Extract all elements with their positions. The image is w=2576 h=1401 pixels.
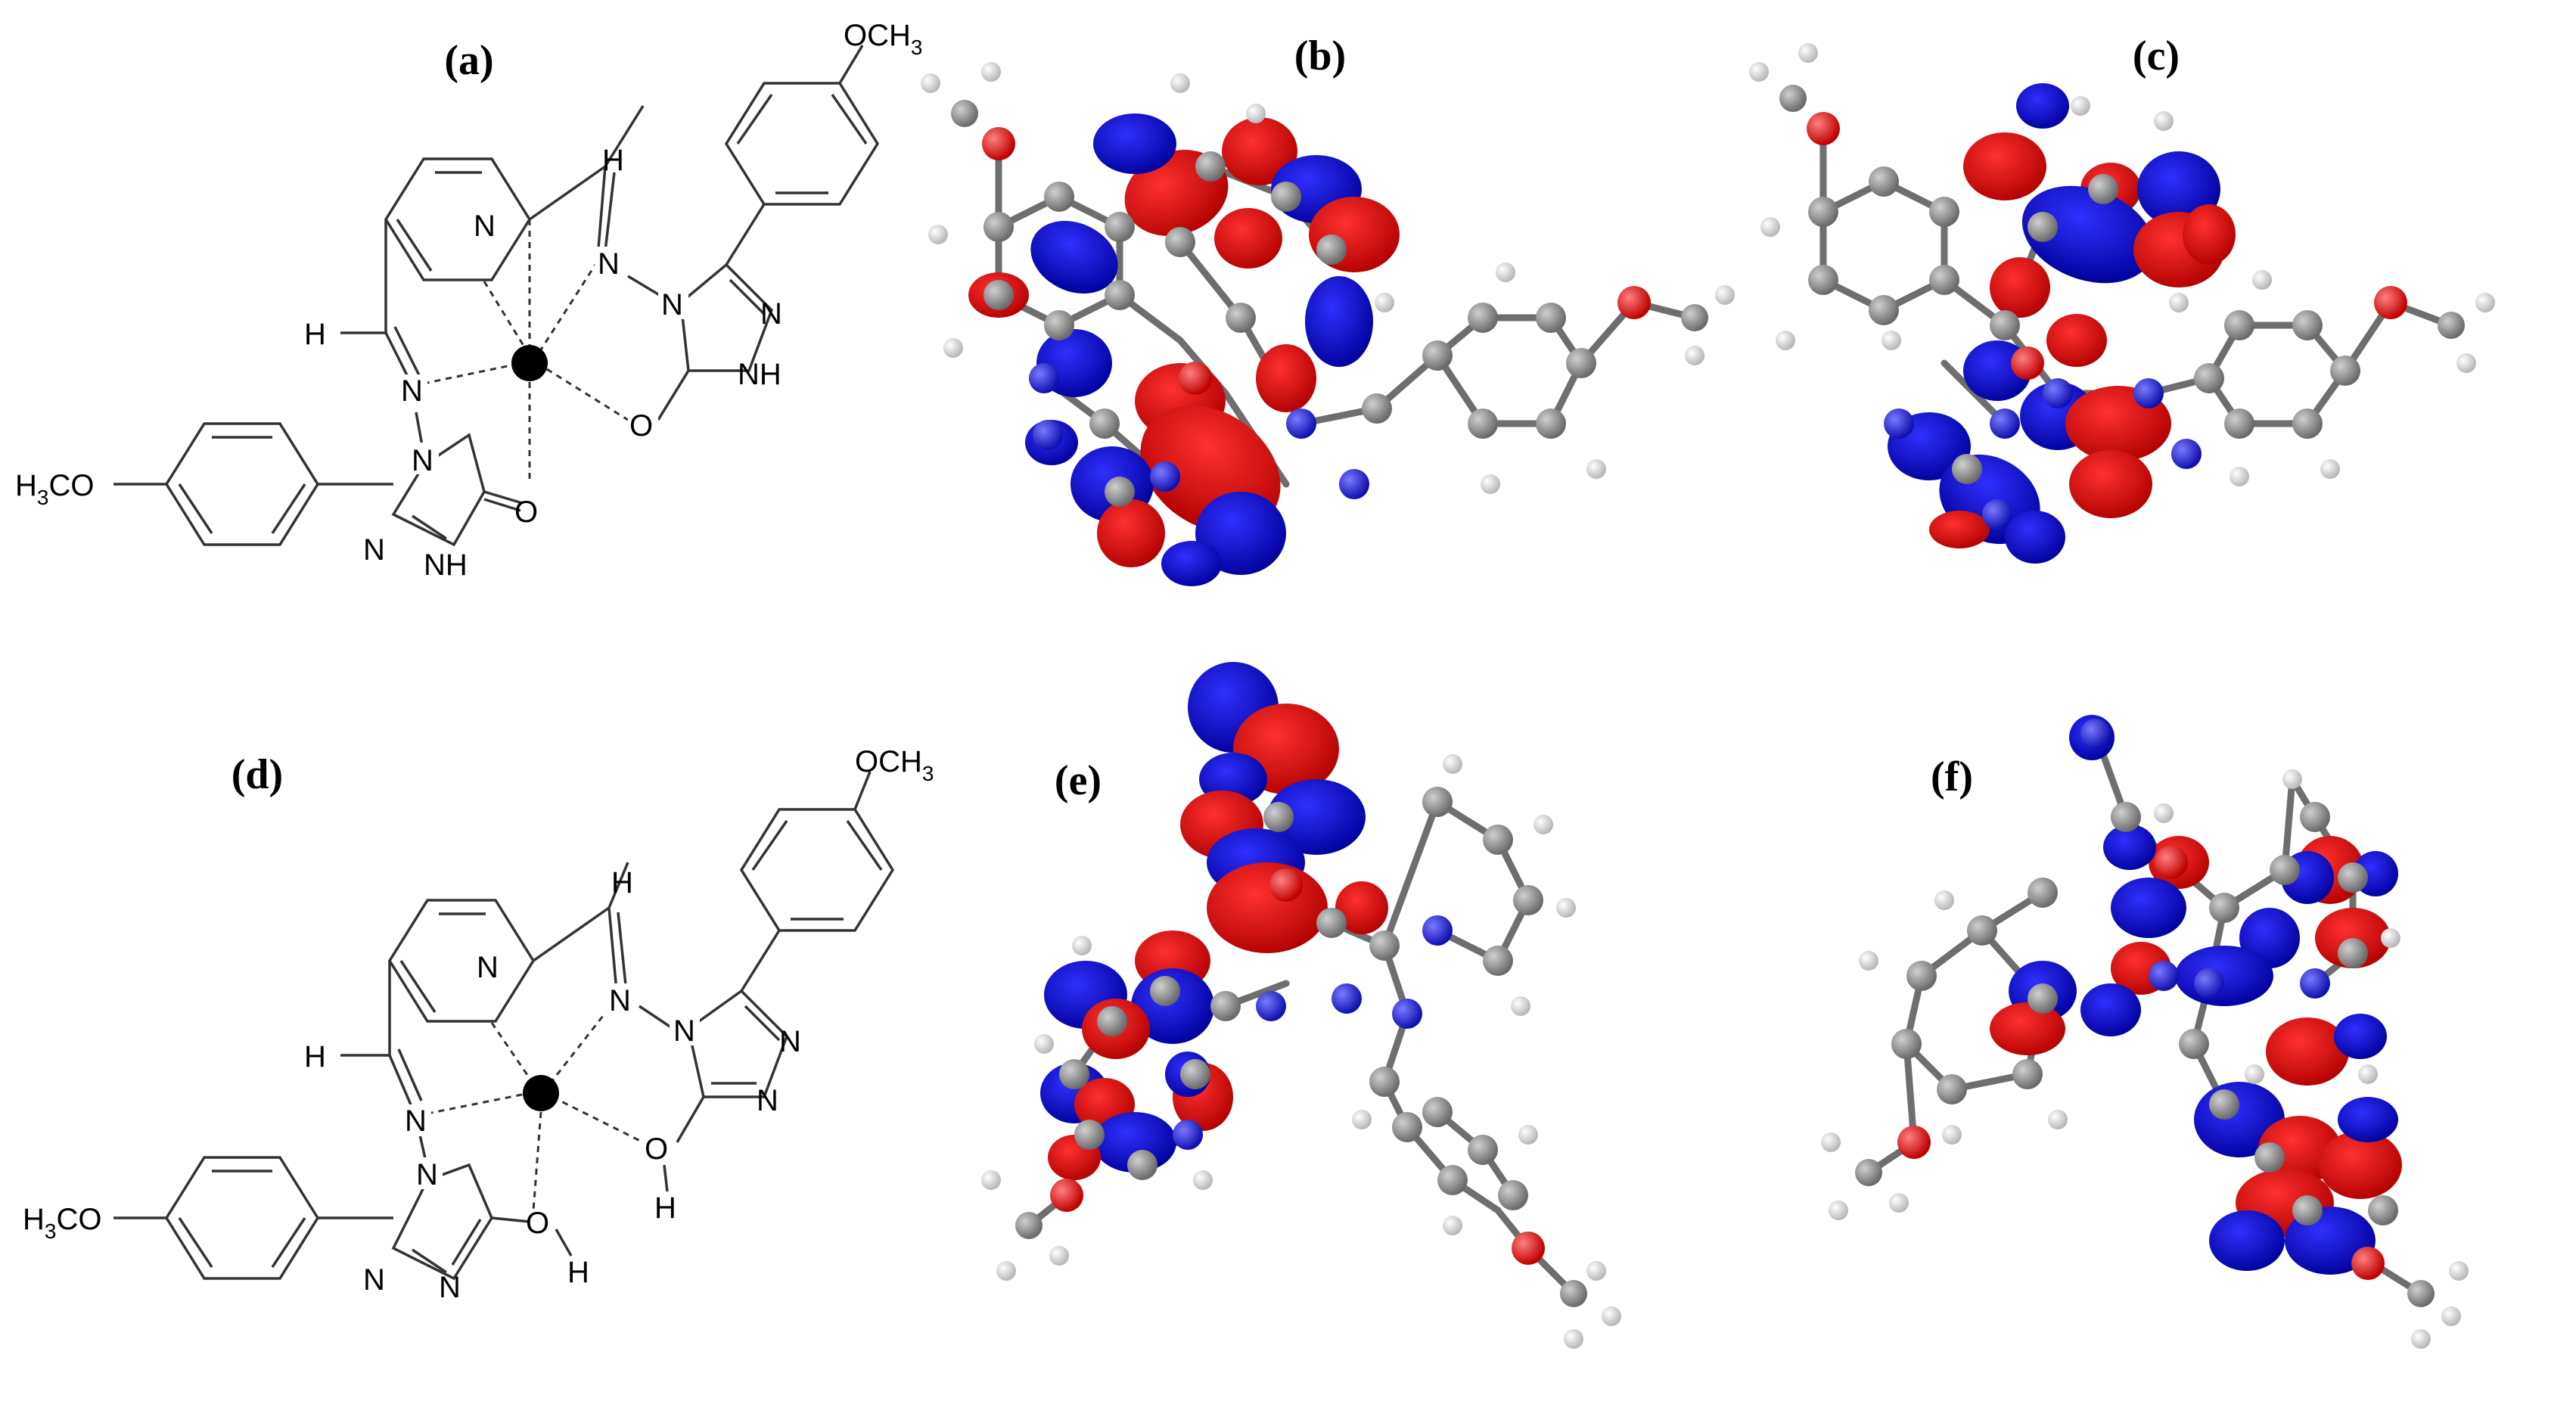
atom-n-triazole-left-a: N [412,444,433,477]
panel-label-a: (a) [444,37,493,84]
atom-n-pyridine-a: N [474,210,496,243]
atom-h-left-a: H [304,318,326,351]
panel-label-f: (f) [1931,753,1973,800]
label-h3co-left-a: H3CO [15,469,94,509]
structure-d: N H N N N N O H H N N O H N N OCH3 H3CO [23,745,934,1304]
atom-n-triazole-left-d: N [416,1158,438,1191]
atom-oh-h-left-d: H [567,1256,589,1289]
orbital-b [921,62,1735,586]
atom-n-triazole-right-a: N [661,288,683,322]
label-och3-top-a: OCH3 [844,19,922,59]
structure-a: N H N N N NH O H N N O N NH OCH3 H3CO [15,19,922,582]
atom-h-right-d: H [611,866,633,899]
panel-label-b: (b) [1294,33,1346,79]
panel-label-d: (d) [231,751,283,798]
metal-center-d [523,1075,559,1111]
atom-n-ring-left-a-d: N [363,1263,385,1297]
atom-h-left-d: H [304,1040,326,1073]
atom-n-ring-right-b-d: N [757,1084,778,1117]
atom-n-imine-left-a: N [401,374,423,408]
panel-label-c: (c) [2133,33,2180,79]
atom-n-ring-left-b-d: N [439,1271,461,1304]
atom-n-ring-right-a-d: N [779,1025,801,1058]
atom-n-ring-left-a: N [363,533,385,567]
atom-nh-right-a: NH [738,358,782,391]
metal-center-a [511,345,548,381]
label-och3-top-d: OCH3 [855,745,934,785]
atom-n-ring-right-a: N [760,297,782,331]
atom-o-left-a: O [514,495,538,529]
atom-oh-h-right-d: H [654,1191,676,1225]
orbital-c [1749,43,2495,564]
atom-h-right-a: H [602,144,624,177]
atom-o-right-a: O [629,409,653,443]
orbital-f [1821,715,2469,1349]
atom-n-triazole-right-d: N [673,1014,695,1048]
panel-label-e: (e) [1055,757,1102,804]
atom-nh-left-a: NH [424,548,468,582]
orbital-e [981,662,1621,1349]
atom-n-pyridine-d: N [477,951,499,984]
atom-n-imine-right-a: N [598,247,620,281]
atom-n-imine-right-d: N [609,984,631,1017]
label-h3co-left-d: H3CO [23,1203,101,1243]
atom-n-imine-left-d: N [405,1104,427,1138]
atom-o-right-d: O [645,1132,668,1166]
atom-o-left-d: O [526,1207,549,1240]
